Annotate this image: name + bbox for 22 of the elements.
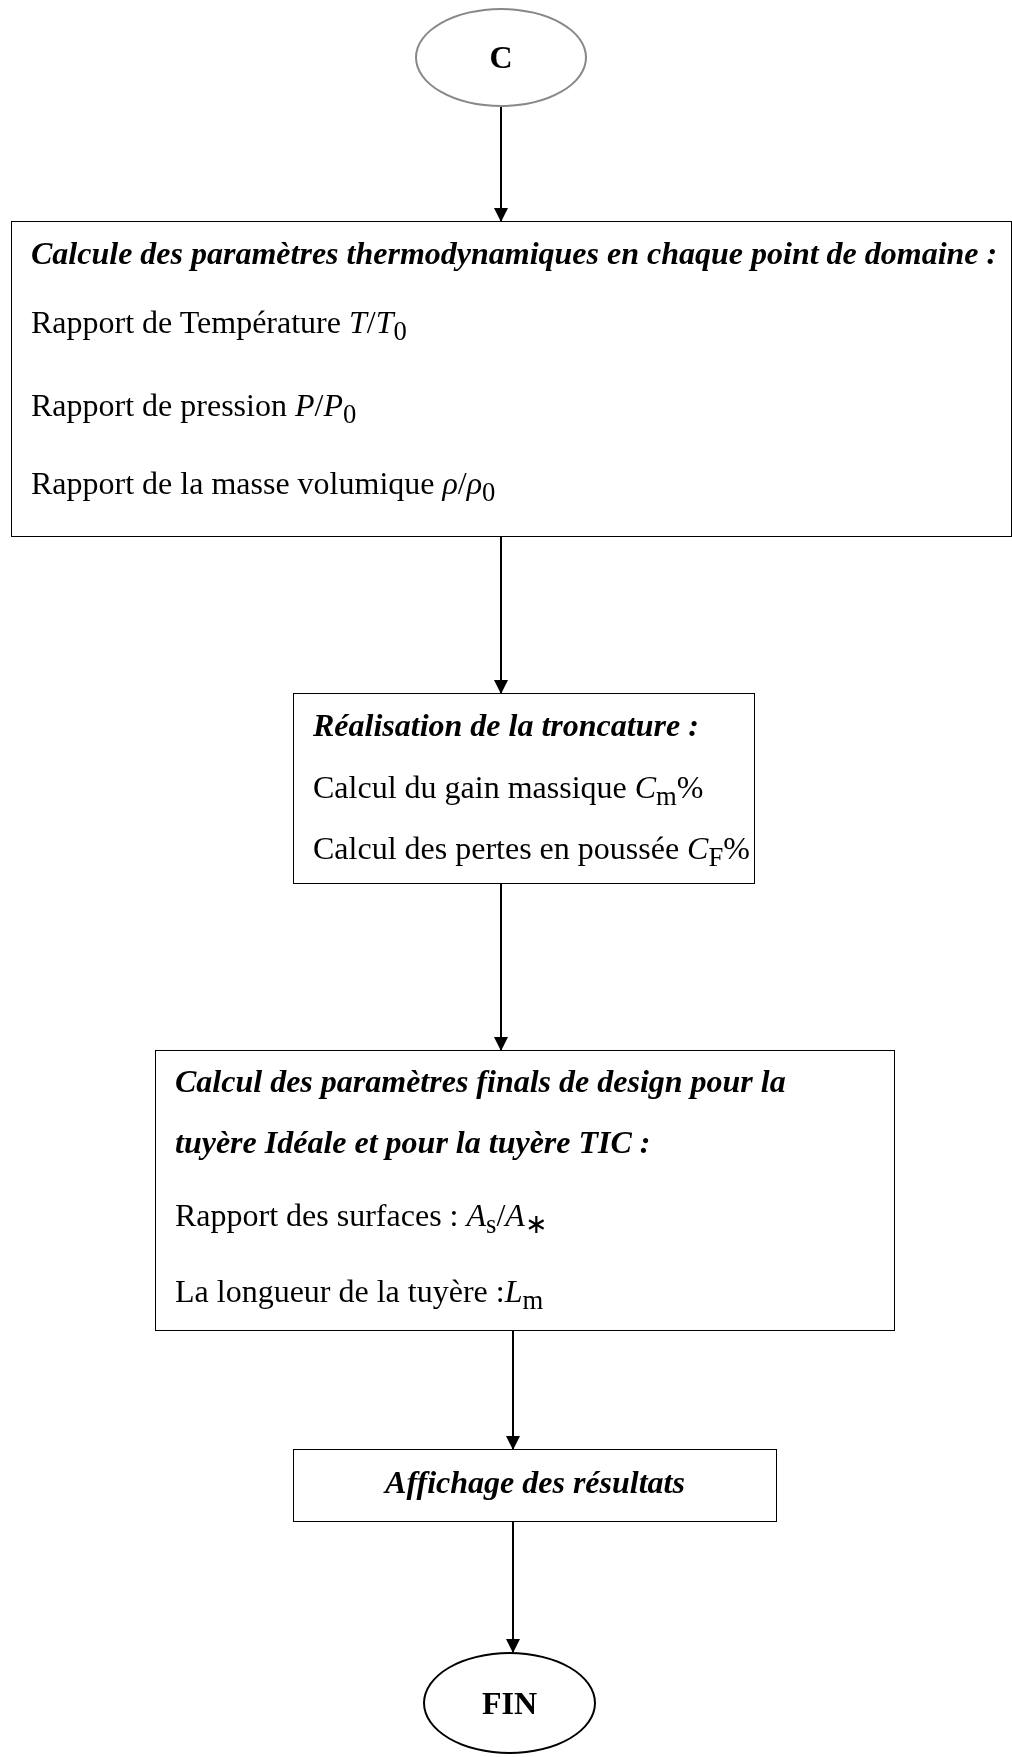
step-text: Rapport de la masse volumique ρ/ρ$_{0}$ (31, 464, 496, 510)
step-text: Rapport des surfaces : A$_{s}$/A$_{∗}$ (175, 1196, 548, 1242)
step-heading: Affichage des résultats (382, 1463, 686, 1502)
process-box (155, 1050, 895, 1331)
process-box (293, 1449, 777, 1522)
step-text: Rapport de Température T/T$_{0}$ (31, 303, 407, 349)
step-heading: Calcule des paramètres thermodynamiques en chaque point de domaine : (31, 234, 998, 273)
arrow (506, 1521, 520, 1653)
terminal-label: FIN (481, 1684, 538, 1722)
process-box (293, 693, 755, 884)
step-text: Calcul du gain massique C$_{m}$% (313, 768, 704, 814)
terminal-label: C (489, 39, 513, 76)
arrow (494, 536, 508, 694)
step-heading: Calcul des paramètres finals de design pour la tuyère Idéale et pour la tuyère TIC : (175, 1062, 787, 1162)
step-text: La longueur de la tuyère :L$_{m}$ (175, 1272, 544, 1318)
step-text: Calcul des pertes en poussée C$_{F}$% (313, 829, 750, 875)
arrow (494, 106, 508, 222)
process-box (11, 221, 1012, 537)
arrow (506, 1330, 520, 1450)
step-text: Rapport de pression P/P$_{0}$ (31, 386, 357, 432)
step-heading: Réalisation de la troncature : (313, 706, 699, 745)
arrow (494, 883, 508, 1051)
